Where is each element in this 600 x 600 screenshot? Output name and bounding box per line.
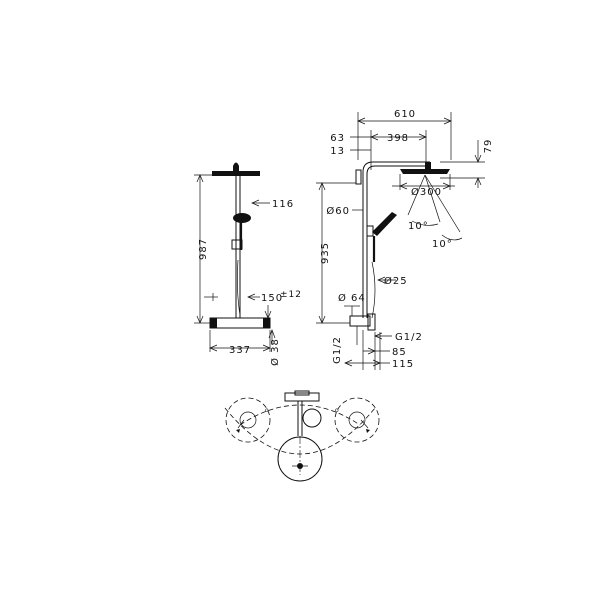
- side-overhead-shower: [400, 169, 450, 174]
- dim-o60: Ø60: [326, 205, 350, 217]
- dim-337: 337: [229, 345, 251, 356]
- shower-arm-top: [362, 161, 430, 180]
- thermostat-mixer: [209, 317, 271, 329]
- side-hand-shower: [372, 212, 397, 236]
- dim-398: 398: [387, 133, 409, 144]
- dim-o38: Ø 38: [269, 338, 281, 366]
- dim-g12-left: G1/2: [332, 336, 343, 364]
- dim-o25: Ø25: [384, 275, 408, 287]
- top-view: o o: [224, 390, 380, 482]
- dim-79: 79: [483, 139, 494, 154]
- swivel-arc-upper: [239, 404, 361, 426]
- mixer-left-handle: [210, 318, 217, 328]
- dim-g12-right: G1/2: [395, 332, 423, 343]
- top-mixer: [284, 392, 320, 402]
- hand-shower-head: [233, 213, 251, 223]
- front-view: 987 116 150 ±12 337 Ø 38: [194, 162, 302, 366]
- svg-text:o: o: [265, 407, 270, 414]
- shower-arm-bottom: [366, 165, 430, 180]
- svg-text:o: o: [335, 407, 340, 414]
- side-mixer-body: [349, 315, 371, 327]
- dim-63: 63: [330, 133, 345, 144]
- dim-angle-2: 10°: [432, 239, 453, 250]
- dim-angle-1: 10°: [408, 221, 429, 232]
- overhead-shower-plate: [212, 171, 260, 176]
- swivel-pos-left: [225, 397, 271, 443]
- swivel-pos-right: [334, 397, 380, 443]
- dim-85: 85: [392, 347, 407, 358]
- dim-987: 987: [198, 238, 209, 260]
- side-view: 610 63 398 13 79 Ø60: [316, 109, 494, 370]
- dim-o64: Ø 64: [338, 292, 366, 304]
- side-hose: [371, 261, 376, 319]
- hose: [236, 259, 241, 316]
- dim-150: 150: [261, 293, 283, 304]
- dim-13: 13: [330, 146, 345, 157]
- dim-610: 610: [394, 109, 416, 120]
- dim-tolerance: ±12: [280, 290, 302, 300]
- rod-clamp: [355, 169, 362, 185]
- mixer-right-handle: [263, 318, 270, 328]
- dim-116: 116: [272, 199, 294, 210]
- dim-115: 115: [392, 359, 414, 370]
- dim-935: 935: [320, 242, 331, 264]
- shower-head-top-knob: [233, 162, 239, 171]
- hand-shower-holder: [231, 239, 243, 250]
